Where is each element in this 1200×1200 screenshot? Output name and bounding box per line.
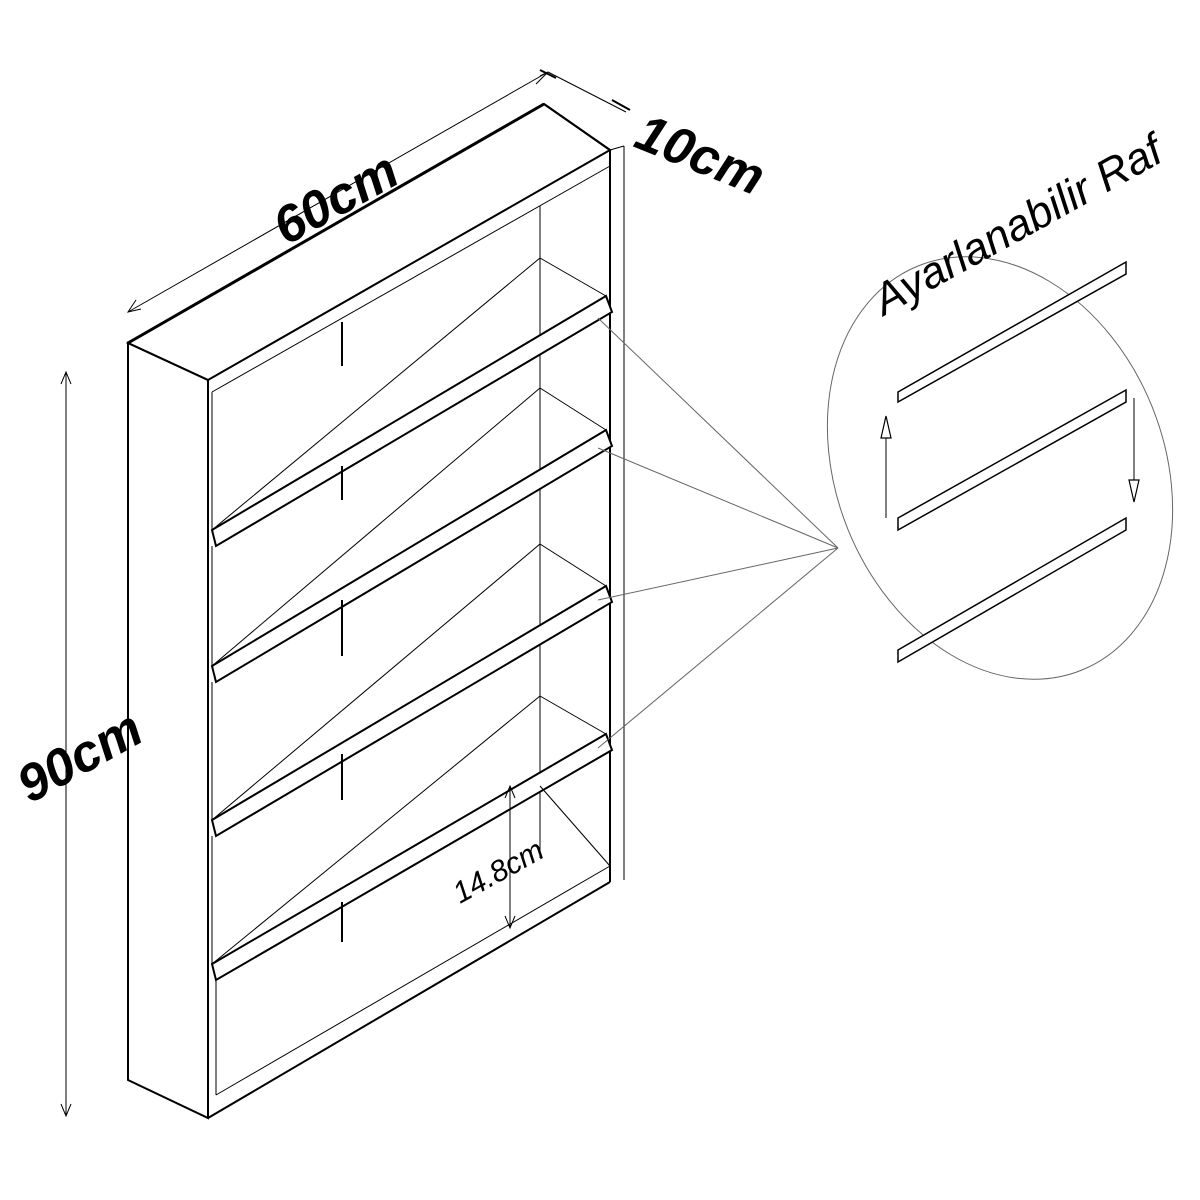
shelf-3	[210, 543, 614, 838]
up-arrow-icon	[880, 415, 892, 518]
shelf-4	[210, 695, 614, 982]
callout-leaders	[597, 317, 839, 749]
height-label: 90cm	[8, 699, 152, 814]
depth-label: 10cm	[628, 103, 773, 207]
shelf-gap-label: 14.8cm	[447, 834, 549, 911]
bookshelf	[125, 102, 625, 1120]
height-dimension	[60, 370, 72, 1118]
width-label: 60cm	[264, 141, 408, 256]
shelf-slot-3	[897, 516, 1127, 664]
depth-dimension	[547, 71, 631, 113]
shelf-gap-dimension	[504, 784, 516, 930]
shelf-slot-1	[897, 260, 1127, 404]
shelf-1	[210, 257, 614, 548]
adjustable-shelf-detail	[826, 256, 1174, 680]
down-arrow-icon	[1128, 398, 1140, 503]
shelf-2	[210, 387, 614, 684]
shelf-slot-2	[897, 388, 1127, 532]
